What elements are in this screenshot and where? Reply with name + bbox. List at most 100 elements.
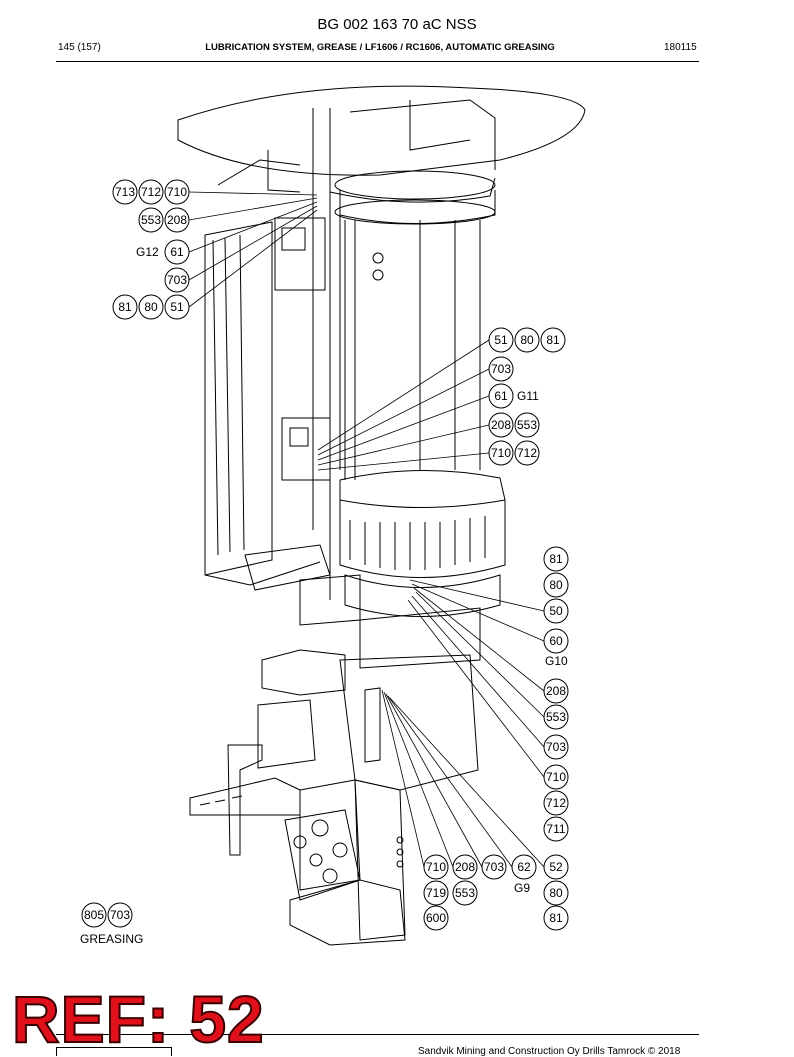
svg-text:62: 62: [517, 860, 531, 874]
callout-710: 710: [543, 764, 569, 790]
callout-553: 553: [138, 207, 164, 233]
callout-703: 703: [107, 902, 133, 928]
callout-712: 712: [543, 790, 569, 816]
callout-711: 711: [543, 816, 569, 842]
svg-text:710: 710: [546, 770, 566, 784]
callout-50: 50: [543, 598, 569, 624]
label-g10: G10: [545, 654, 568, 668]
svg-text:553: 553: [455, 886, 475, 900]
callout-81: 81: [540, 327, 566, 353]
svg-text:61: 61: [494, 389, 508, 403]
callout-712: 712: [514, 440, 540, 466]
svg-text:80: 80: [549, 578, 563, 592]
svg-text:208: 208: [491, 418, 511, 432]
callout-600: 600: [423, 905, 449, 931]
svg-text:703: 703: [491, 362, 511, 376]
svg-text:60: 60: [549, 634, 563, 648]
svg-text:703: 703: [167, 273, 187, 287]
ref-stamp: REF: 52: [11, 982, 265, 1056]
document-title: BG 002 163 70 aC NSS: [317, 16, 477, 33]
svg-text:81: 81: [546, 333, 560, 347]
svg-text:81: 81: [549, 552, 563, 566]
callout-81: 81: [112, 294, 138, 320]
svg-text:710: 710: [167, 185, 187, 199]
document-code: 180115: [664, 42, 697, 53]
svg-text:703: 703: [110, 908, 130, 922]
callout-81: 81: [543, 905, 569, 931]
svg-text:553: 553: [517, 418, 537, 432]
callout-703: 703: [543, 734, 569, 760]
svg-text:208: 208: [455, 860, 475, 874]
callout-208: 208: [488, 412, 514, 438]
svg-text:553: 553: [141, 213, 161, 227]
callout-208: 208: [452, 854, 478, 880]
company-logo: [56, 1047, 172, 1056]
callout-553: 553: [514, 412, 540, 438]
callout-712: 712: [138, 179, 164, 205]
callout-710: 710: [164, 179, 190, 205]
svg-text:51: 51: [170, 300, 184, 314]
svg-text:703: 703: [484, 860, 504, 874]
callout-52: 52: [543, 854, 569, 880]
svg-text:712: 712: [517, 446, 537, 460]
header-rule: [56, 61, 699, 62]
callout-553: 553: [452, 880, 478, 906]
page-number: 145 (157): [58, 42, 101, 53]
footer-copyright: Sandvik Mining and Construction Oy Drill…: [418, 1046, 681, 1057]
svg-text:80: 80: [549, 886, 563, 900]
svg-text:712: 712: [546, 796, 566, 810]
label-g11: G11: [517, 389, 539, 403]
svg-text:712: 712: [141, 185, 161, 199]
callout-713: 713: [112, 179, 138, 205]
callout-80: 80: [543, 880, 569, 906]
group-labels: G12 G11 G10 G9 GREASING: [80, 245, 568, 946]
callout-51: 51: [488, 327, 514, 353]
callout-80: 80: [514, 327, 540, 353]
callout-553: 553: [543, 704, 569, 730]
callout-208: 208: [164, 207, 190, 233]
label-greasing: GREASING: [80, 932, 143, 946]
svg-text:80: 80: [520, 333, 534, 347]
svg-text:81: 81: [549, 911, 563, 925]
label-g12: G12: [136, 245, 159, 259]
callout-805: 805: [81, 902, 107, 928]
leader-lines: [188, 191, 545, 868]
callout-703: 703: [481, 854, 507, 880]
callout-710: 710: [488, 440, 514, 466]
svg-text:805: 805: [84, 908, 104, 922]
svg-text:719: 719: [426, 886, 446, 900]
callout-62: 62: [511, 854, 537, 880]
callouts: 713 712 710 553 208 61 703 81 80 51 51 8…: [81, 179, 569, 931]
footer-rule: [56, 1034, 699, 1035]
svg-text:61: 61: [170, 245, 184, 259]
label-g9: G9: [514, 881, 530, 895]
svg-text:600: 600: [426, 911, 446, 925]
machine-illustration: [177, 85, 586, 946]
svg-text:81: 81: [118, 300, 132, 314]
svg-text:50: 50: [549, 604, 563, 618]
svg-text:713: 713: [115, 185, 135, 199]
svg-text:208: 208: [546, 684, 566, 698]
svg-text:703: 703: [546, 740, 566, 754]
svg-text:710: 710: [491, 446, 511, 460]
svg-text:710: 710: [426, 860, 446, 874]
callout-80: 80: [543, 572, 569, 598]
svg-text:51: 51: [494, 333, 508, 347]
svg-text:208: 208: [167, 213, 187, 227]
section-title: LUBRICATION SYSTEM, GREASE / LF1606 / RC…: [205, 42, 555, 53]
callout-703: 703: [488, 356, 514, 382]
callout-81: 81: [543, 546, 569, 572]
callout-61: 61: [164, 239, 190, 265]
callout-61: 61: [488, 383, 514, 409]
callout-51: 51: [164, 294, 190, 320]
callout-80: 80: [138, 294, 164, 320]
callout-60: 60: [543, 628, 569, 654]
callout-208: 208: [543, 678, 569, 704]
svg-text:553: 553: [546, 710, 566, 724]
svg-text:711: 711: [546, 822, 565, 836]
callout-703: 703: [164, 267, 190, 293]
callout-719: 719: [423, 880, 449, 906]
svg-text:80: 80: [144, 300, 158, 314]
callout-710: 710: [423, 854, 449, 880]
